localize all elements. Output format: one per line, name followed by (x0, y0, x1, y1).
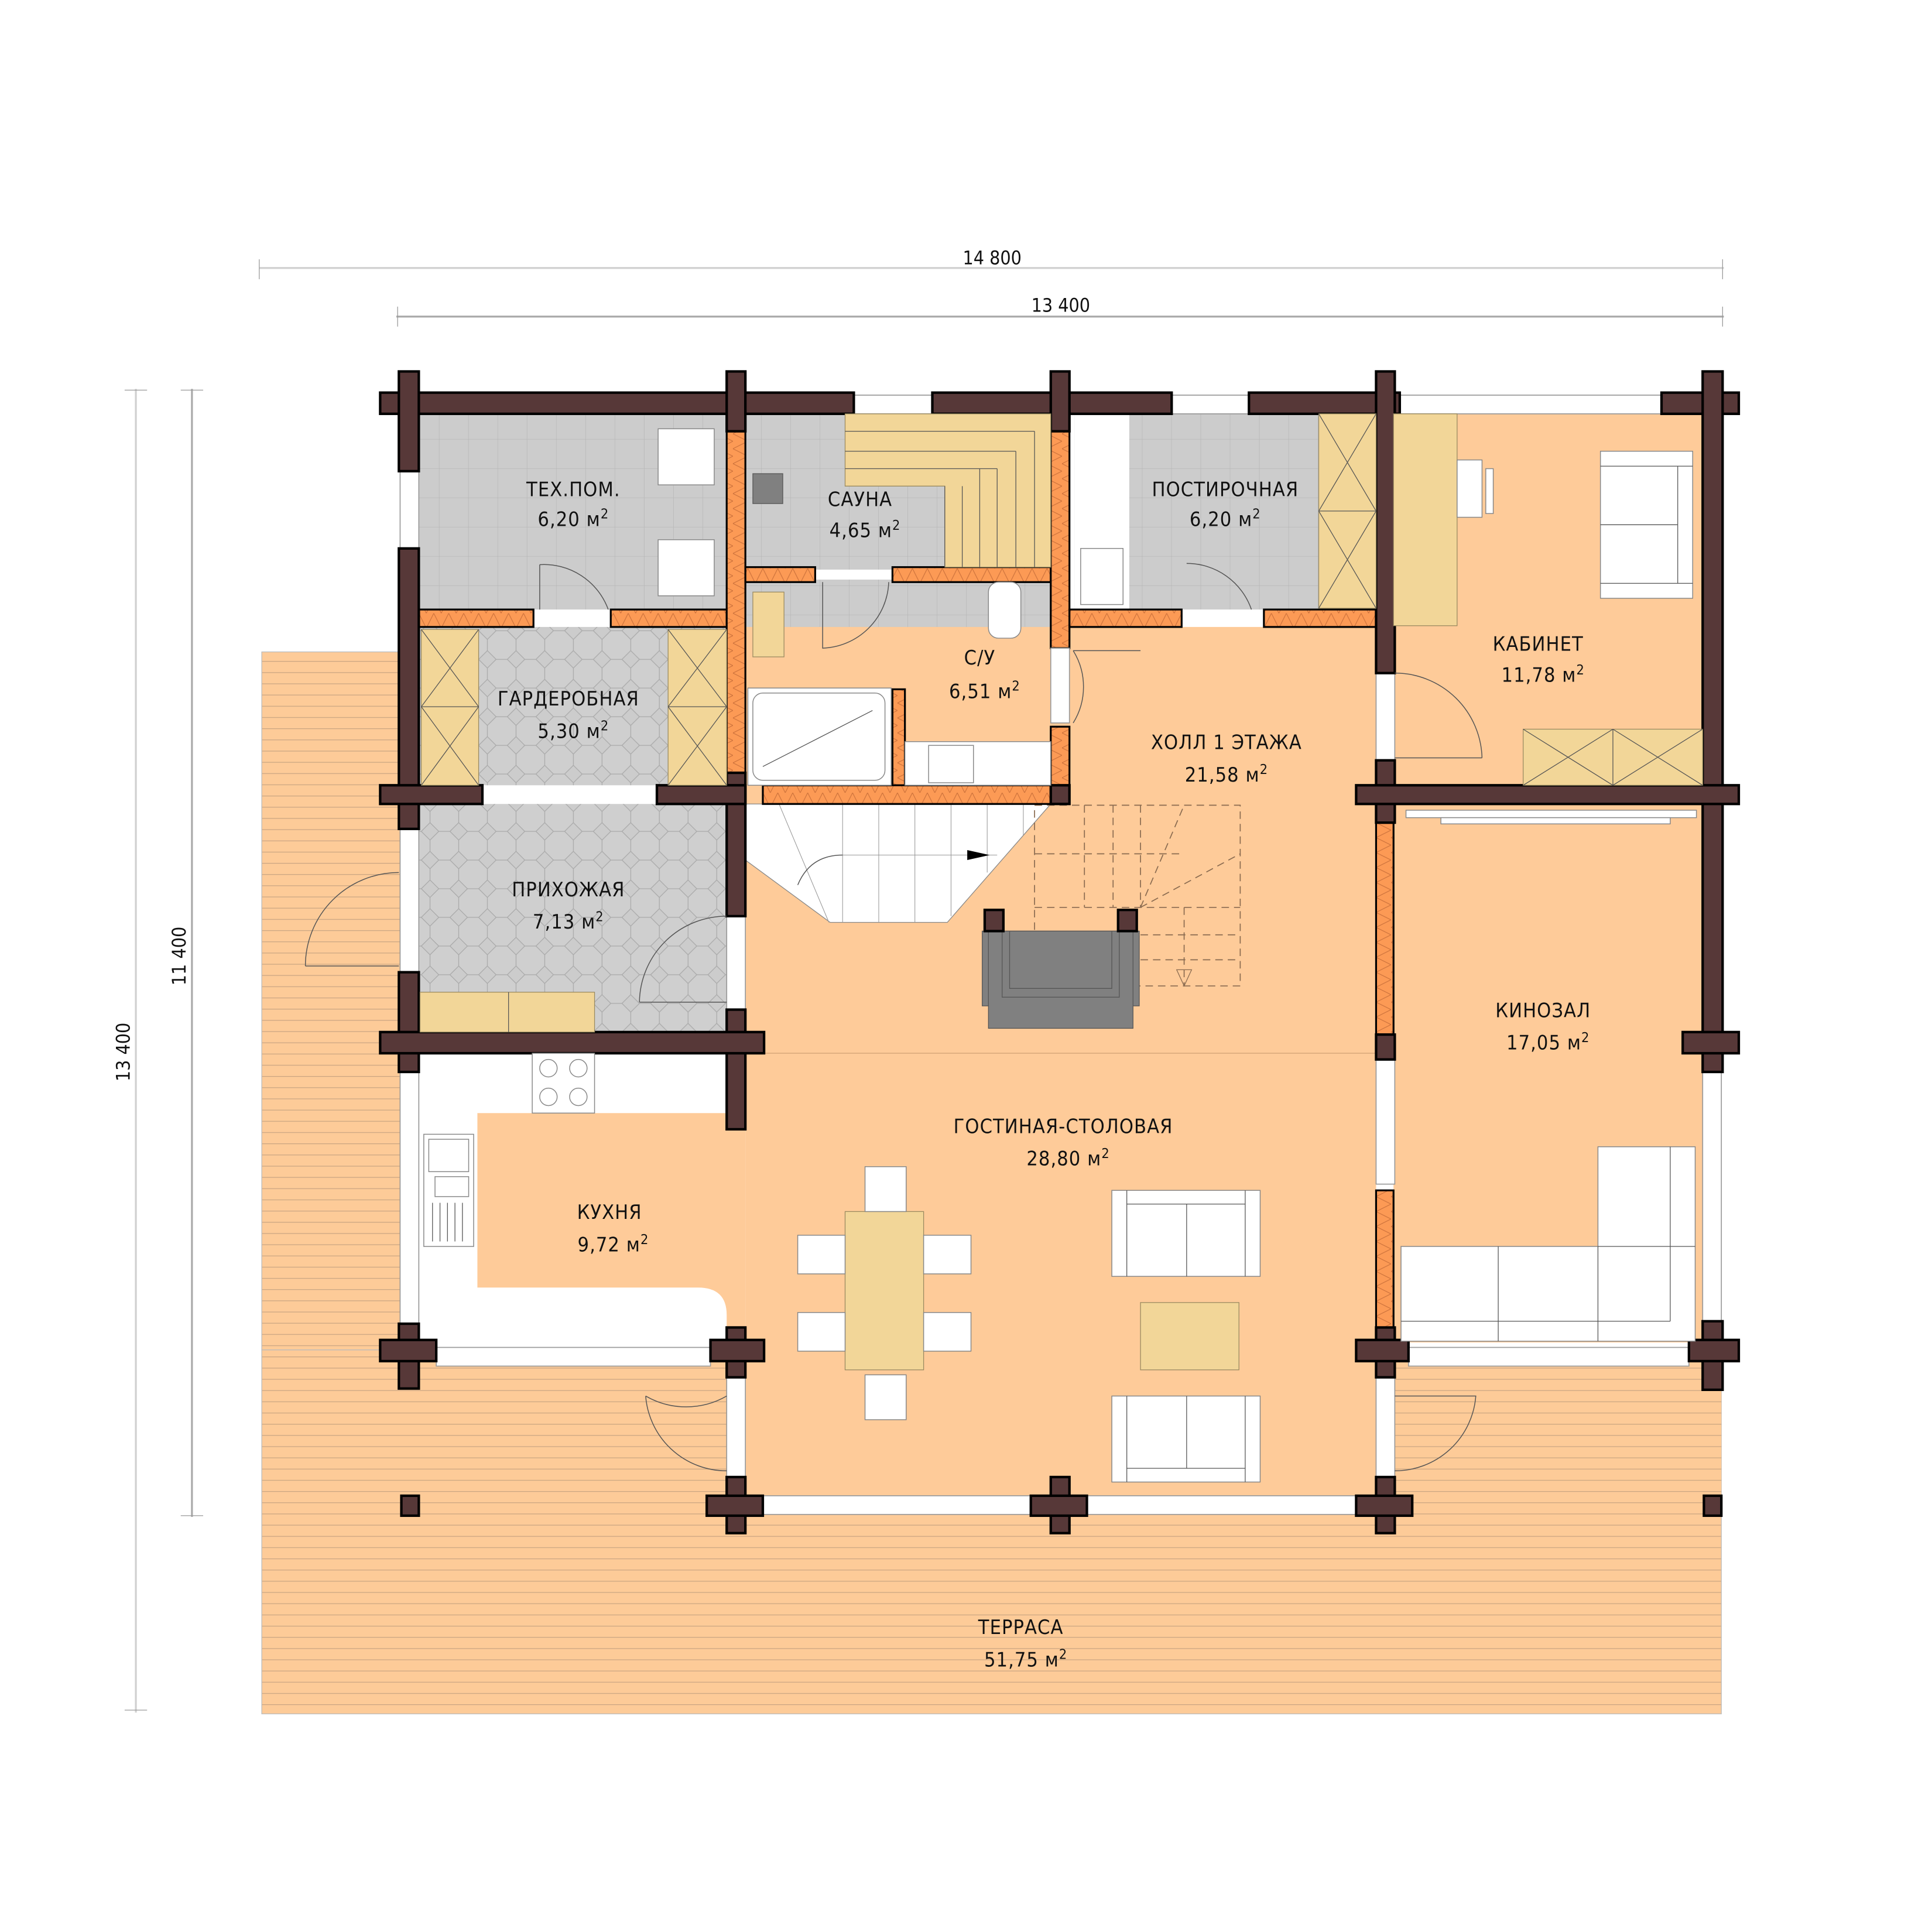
svg-text:51,75 м2: 51,75 м2 (984, 1646, 1067, 1672)
wardrobe-left (420, 629, 479, 786)
svg-text:6,20 м2: 6,20 м2 (1190, 506, 1261, 532)
svg-text:5,30 м2: 5,30 м2 (537, 718, 609, 744)
svg-text:ТЕХ.ПОМ.: ТЕХ.ПОМ. (526, 478, 621, 501)
svg-text:КИНОЗАЛ: КИНОЗАЛ (1495, 999, 1591, 1022)
svg-text:21,58 м2: 21,58 м2 (1185, 761, 1268, 787)
svg-text:ПОСТИРОЧНАЯ: ПОСТИРОЧНАЯ (1152, 478, 1299, 501)
room-cabinet: КАБИНЕТ 11,78 м2 (1493, 632, 1585, 687)
svg-text:7,13 м2: 7,13 м2 (533, 908, 604, 934)
svg-text:17,05 м2: 17,05 м2 (1506, 1029, 1590, 1055)
room-sauna: САУНА 4,65 м2 (828, 488, 901, 543)
svg-text:С/У: С/У (964, 646, 996, 670)
svg-text:САУНА: САУНА (828, 488, 892, 511)
dim-top-outer: 14 800 (962, 246, 1021, 269)
svg-text:11,78 м2: 11,78 м2 (1502, 662, 1585, 687)
room-labels: ТЕХ.ПОМ. 6,20 м2 САУНА 4,65 м2 ПОСТИРОЧН… (498, 478, 1591, 1672)
svg-text:КУХНЯ: КУХНЯ (577, 1201, 642, 1224)
door-swings (304, 563, 1483, 1472)
svg-text:4,65 м2: 4,65 м2 (830, 517, 901, 543)
svg-text:9,72 м2: 9,72 м2 (578, 1231, 649, 1257)
svg-text:ПРИХОЖАЯ: ПРИХОЖАЯ (512, 878, 625, 902)
room-entrance: ПРИХОЖАЯ 7,13 м2 (512, 878, 625, 934)
fireplace (982, 909, 1140, 1029)
svg-text:28,80 м2: 28,80 м2 (1026, 1145, 1109, 1171)
svg-text:ГОСТИНАЯ-СТОЛОВАЯ: ГОСТИНАЯ-СТОЛОВАЯ (954, 1115, 1173, 1138)
svg-text:6,51 м2: 6,51 м2 (949, 677, 1020, 703)
room-tech: ТЕХ.ПОМ. 6,20 м2 (526, 478, 621, 532)
room-cinema: КИНОЗАЛ 17,05 м2 (1495, 999, 1591, 1055)
room-hall: ХОЛЛ 1 ЭТАЖА 21,58 м2 (1151, 731, 1302, 787)
svg-text:ХОЛЛ 1 ЭТАЖА: ХОЛЛ 1 ЭТАЖА (1151, 731, 1302, 755)
room-living: ГОСТИНАЯ-СТОЛОВАЯ 28,80 м2 (954, 1115, 1173, 1170)
wardrobe-right (667, 629, 727, 786)
svg-text:ГАРДЕРОБНАЯ: ГАРДЕРОБНАЯ (498, 687, 639, 711)
log-walls (379, 370, 1741, 1534)
dim-left-inner: 11 400 (168, 927, 190, 985)
room-kitchen: КУХНЯ 9,72 м2 (577, 1201, 649, 1256)
room-terrace: ТЕРРАСА 51,75 м2 (978, 1616, 1067, 1672)
room-wardrobe: ГАРДЕРОБНАЯ 5,30 м2 (498, 687, 639, 743)
room-laundry: ПОСТИРОЧНАЯ 6,20 м2 (1152, 478, 1299, 532)
dim-left-outer: 13 400 (112, 1023, 134, 1081)
svg-text:6,20 м2: 6,20 м2 (537, 506, 609, 532)
dimension-lines: 14 800 13 400 13 400 11 400 (112, 246, 1724, 1713)
room-bathroom: С/У 6,51 м2 (949, 646, 1020, 703)
furniture (419, 413, 1703, 1483)
svg-text:ТЕРРАСА: ТЕРРАСА (978, 1616, 1064, 1639)
dim-top-inner: 13 400 (1032, 294, 1090, 316)
svg-text:КАБИНЕТ: КАБИНЕТ (1493, 632, 1584, 656)
